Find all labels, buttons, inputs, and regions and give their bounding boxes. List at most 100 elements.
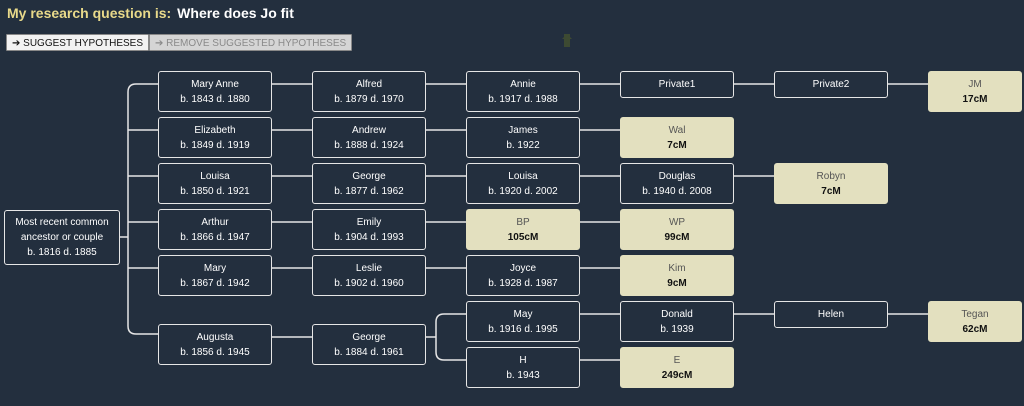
match-node-robyn[interactable]: Robyn 7cM [774,163,888,204]
person-node-augusta[interactable]: Augusta b. 1856 d. 1945 [158,324,272,365]
node-name: Augusta [196,331,234,343]
node-dates: b. 1902 d. 1960 [334,277,404,289]
node-dates: b. 1888 d. 1924 [334,139,404,151]
match-node-e[interactable]: E 249cM [620,347,734,388]
person-node-private2[interactable]: Private2 [774,71,888,98]
person-node-joyce[interactable]: Joyce b. 1928 d. 1987 [466,255,580,296]
match-cm: 17cM [962,93,988,105]
node-dates: b. 1904 d. 1993 [334,231,404,243]
match-cm: 105cM [507,231,539,243]
match-name: Robyn [816,170,846,182]
remove-suggested-hypotheses-button[interactable]: ➔ REMOVE SUGGESTED HYPOTHESES [149,34,353,51]
node-dates: b. 1816 d. 1885 [27,247,97,258]
node-name: James [508,124,538,136]
node-name: Emily [356,216,382,228]
node-dates: b. 1849 d. 1919 [180,139,250,151]
node-name: Elizabeth [194,124,236,136]
node-name: Private2 [812,79,850,90]
node-dates: b. 1943 [506,369,540,381]
node-name: Douglas [658,170,696,182]
match-cm: 62cM [962,323,988,335]
match-node-bp[interactable]: BP 105cM [466,209,580,250]
node-name: Leslie [355,262,383,274]
node-dates: b. 1879 d. 1970 [334,93,404,105]
node-name: Andrew [352,124,386,136]
person-node-may[interactable]: May b. 1916 d. 1995 [466,301,580,342]
research-question: My research question is: Where does Jo fi… [7,5,294,21]
person-node-douglas[interactable]: Douglas b. 1940 d. 2008 [620,163,734,204]
node-name: Louisa [508,170,538,182]
match-cm: 9cM [667,277,687,289]
node-name: Private1 [658,79,696,90]
node-dates: b. 1850 d. 1921 [180,185,250,197]
match-cm: 99cM [664,231,690,243]
node-dates: b. 1939 [660,323,694,335]
node-dates: b. 1920 d. 2002 [488,185,558,197]
person-node-elizabeth[interactable]: Elizabeth b. 1849 d. 1919 [158,117,272,158]
node-name: George [352,331,386,343]
match-name: Wal [668,124,686,136]
research-question-label: My research question is: [7,5,172,21]
match-name: Tegan [961,308,989,320]
node-dates: b. 1928 d. 1987 [488,277,558,289]
match-name: WP [668,216,686,228]
node-name: Alfred [355,78,383,90]
node-name: Most recent common ancestor or couple [15,217,109,243]
match-cm: 7cM [667,139,687,151]
person-node-james[interactable]: James b. 1922 [466,117,580,158]
node-dates: b. 1922 [506,139,540,151]
node-dates: b. 1940 d. 2008 [642,185,712,197]
node-dates: b. 1866 d. 1947 [180,231,250,243]
node-name: Joyce [509,262,537,274]
person-node-louisa-1850[interactable]: Louisa b. 1850 d. 1921 [158,163,272,204]
person-node-private1[interactable]: Private1 [620,71,734,98]
person-node-annie[interactable]: Annie b. 1917 d. 1988 [466,71,580,112]
cursor-arrow-icon [562,34,572,47]
node-dates: b. 1917 d. 1988 [488,93,558,105]
person-node-mary-anne[interactable]: Mary Anne b. 1843 d. 1880 [158,71,272,112]
node-name: Helen [817,309,845,320]
match-name: JM [968,78,982,90]
node-name: George [352,170,386,182]
person-node-arthur[interactable]: Arthur b. 1866 d. 1947 [158,209,272,250]
person-node-helen[interactable]: Helen [774,301,888,328]
node-dates: b. 1884 d. 1961 [334,346,404,358]
node-name: May [513,308,533,320]
node-name: Louisa [200,170,230,182]
node-dates: b. 1877 d. 1962 [334,185,404,197]
person-node-alfred[interactable]: Alfred b. 1879 d. 1970 [312,71,426,112]
node-name: Mary [203,262,227,274]
node-dates: b. 1843 d. 1880 [180,93,250,105]
research-question-text: Where does Jo fit [177,5,294,21]
node-dates: b. 1916 d. 1995 [488,323,558,335]
match-cm: 7cM [821,185,841,197]
match-cm: 249cM [661,369,693,381]
node-name: Arthur [201,216,229,228]
person-node-donald[interactable]: Donald b. 1939 [620,301,734,342]
suggest-hypotheses-button[interactable]: ➔ SUGGEST HYPOTHESES [6,34,150,51]
person-node-george-1877[interactable]: George b. 1877 d. 1962 [312,163,426,204]
match-node-jm[interactable]: JM 17cM [928,71,1022,112]
match-node-wp[interactable]: WP 99cM [620,209,734,250]
node-name: Mary Anne [191,78,239,90]
node-name: Annie [510,78,536,90]
node-name: Donald [661,308,693,320]
match-name: Kim [668,262,686,274]
node-dates: b. 1856 d. 1945 [180,346,250,358]
person-node-george-1884[interactable]: George b. 1884 d. 1961 [312,324,426,365]
person-node-mary[interactable]: Mary b. 1867 d. 1942 [158,255,272,296]
node-dates: b. 1867 d. 1942 [180,277,250,289]
match-node-tegan[interactable]: Tegan 62cM [928,301,1022,342]
match-node-wal[interactable]: Wal 7cM [620,117,734,158]
person-node-h[interactable]: H b. 1943 [466,347,580,388]
person-node-emily[interactable]: Emily b. 1904 d. 1993 [312,209,426,250]
match-name: E [673,354,681,366]
person-node-leslie[interactable]: Leslie b. 1902 d. 1960 [312,255,426,296]
person-node-andrew[interactable]: Andrew b. 1888 d. 1924 [312,117,426,158]
person-node-louisa-1920[interactable]: Louisa b. 1920 d. 2002 [466,163,580,204]
root-ancestor-node[interactable]: Most recent common ancestor or couple b.… [4,210,120,265]
node-name: H [519,354,527,366]
match-node-kim[interactable]: Kim 9cM [620,255,734,296]
match-name: BP [516,216,530,228]
